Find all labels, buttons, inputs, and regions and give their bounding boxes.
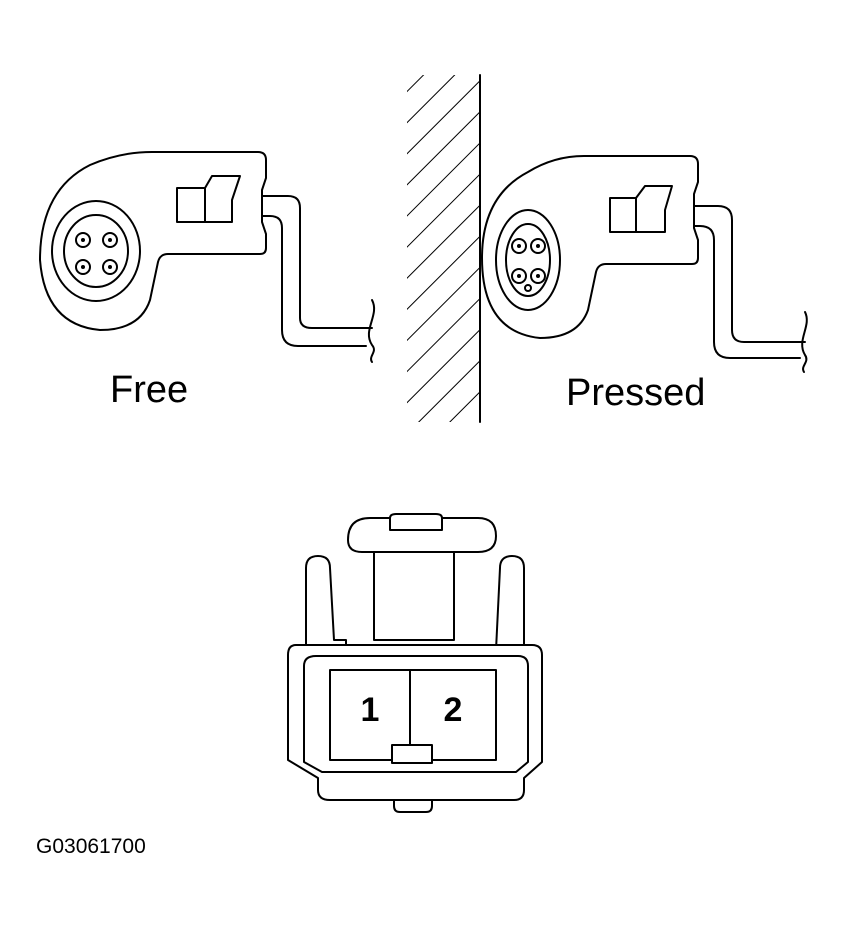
connector-key xyxy=(391,744,433,764)
pressed-wire xyxy=(629,205,806,359)
pin-1-label: 1 xyxy=(361,691,380,729)
pressed-label: Pressed xyxy=(566,372,705,414)
connector-right-latch xyxy=(495,555,525,651)
connector-top-cap xyxy=(389,513,443,531)
connector: 1 2 xyxy=(287,513,543,813)
pressed-wire-end xyxy=(801,311,808,373)
free-face-inner xyxy=(63,214,129,288)
connector-top-tab xyxy=(347,517,497,641)
pin-2-label: 2 xyxy=(444,691,463,729)
pressed-plunger xyxy=(609,185,673,233)
pressed-terminal-icon xyxy=(511,238,546,292)
switch-free xyxy=(39,151,375,363)
connector-body-inner xyxy=(303,655,529,773)
free-plunger xyxy=(176,175,241,223)
free-label: Free xyxy=(110,369,188,411)
switch-pressed xyxy=(481,155,808,373)
free-wire xyxy=(189,195,373,347)
connector-left-latch xyxy=(305,555,347,651)
pressed-face-inner xyxy=(505,223,551,297)
figure-code: G03061700 xyxy=(36,835,146,858)
wall xyxy=(407,74,481,423)
connector-bottom-nub xyxy=(393,799,433,813)
free-wire-end xyxy=(367,299,375,363)
free-terminal-icon xyxy=(75,232,118,275)
